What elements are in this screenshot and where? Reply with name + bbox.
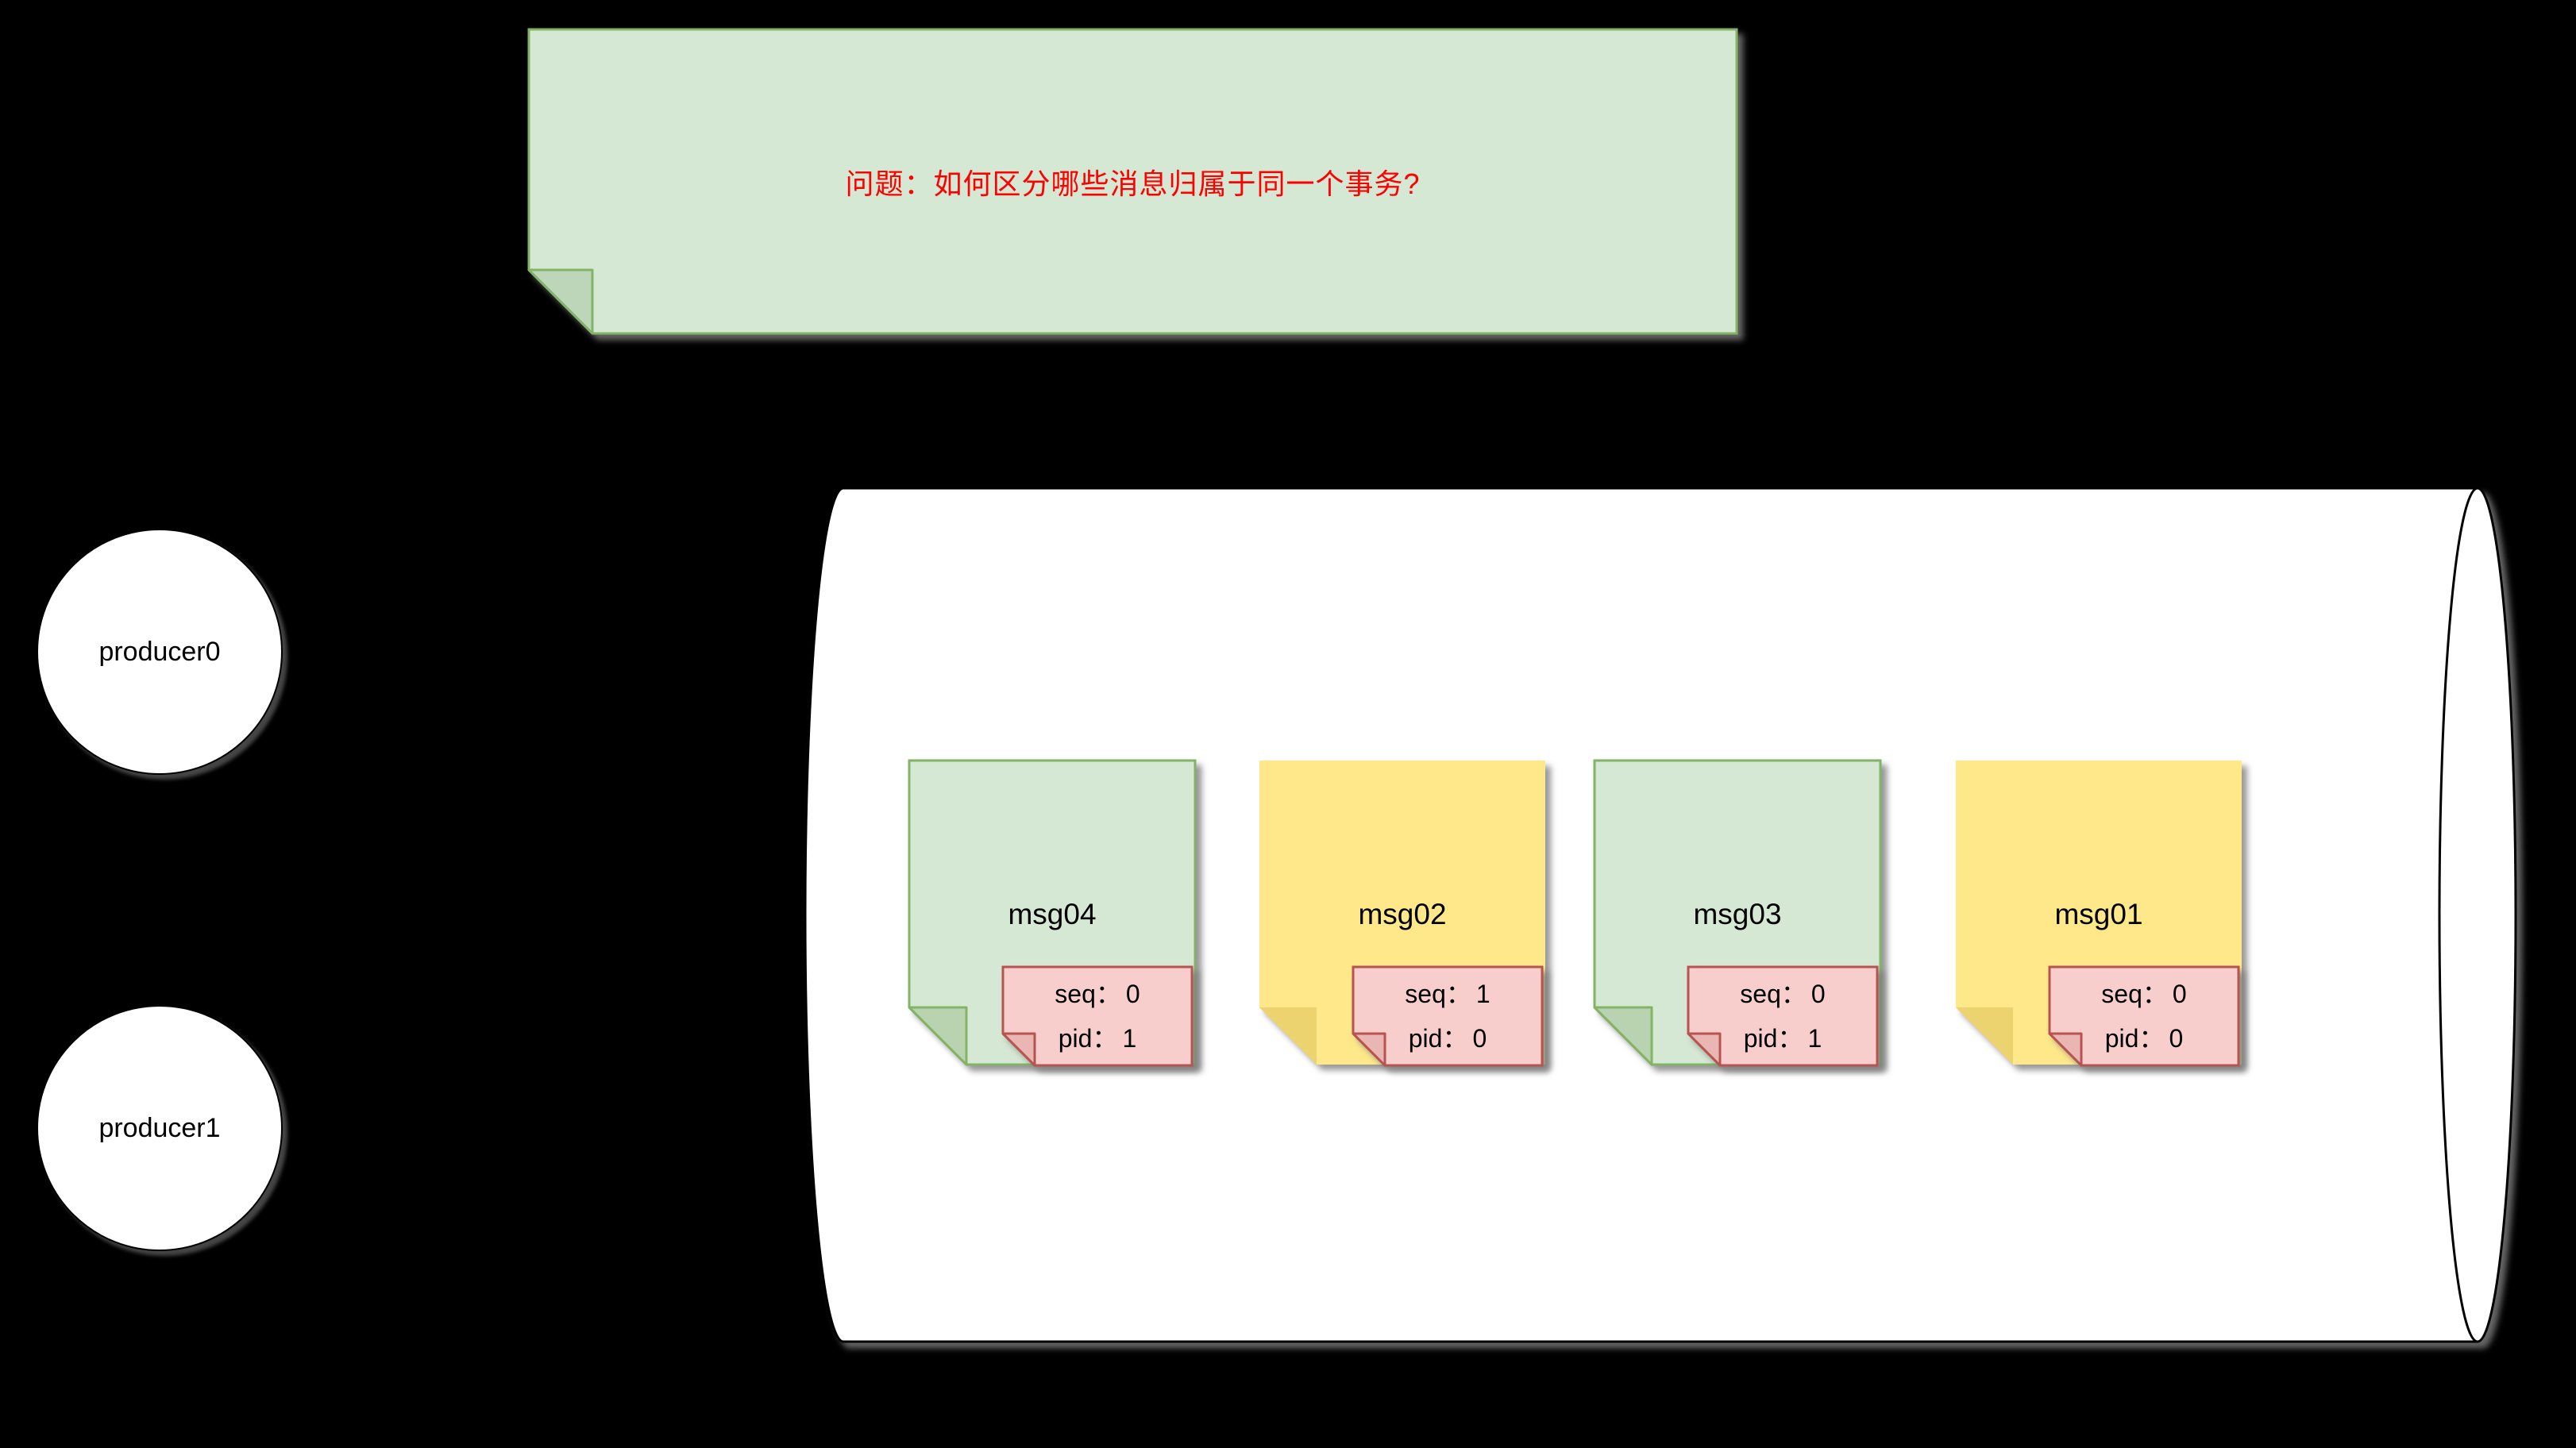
producer1-node: producer1 (37, 1005, 283, 1251)
pid-value: 1 (1122, 1024, 1137, 1053)
tag-fold-icon (1687, 1032, 1722, 1067)
seq-pid-tag: seq：0 pid：1 (1001, 965, 1194, 1067)
tag-text: seq：0 pid：0 (2050, 967, 2239, 1065)
pid-value: 0 (1472, 1024, 1487, 1053)
question-text: 问题：如何区分哪些消息归属于同一个事务? (845, 167, 1421, 200)
seq-line: seq：0 (2101, 972, 2186, 1016)
pid-key: pid： (1743, 1024, 1803, 1053)
tag-shape (2048, 965, 2240, 1067)
pid-value: 1 (1807, 1024, 1822, 1053)
producer0-node: producer0 (37, 529, 283, 775)
producer0-label: producer0 (98, 636, 221, 667)
message-note-msg02: msg02 seq：1 pid：0 (1259, 761, 1545, 1067)
tag-text: seq：0 pid：1 (1688, 967, 1877, 1065)
tag-text: seq：0 pid：1 (1003, 967, 1192, 1065)
note-fold-icon (1956, 1007, 2013, 1065)
seq-line: seq：0 (1055, 972, 1140, 1016)
tag-shape (1352, 965, 1544, 1067)
tag-body (1001, 965, 1194, 1067)
message-label: msg03 (1693, 898, 1782, 930)
question-note-shape (527, 28, 1738, 335)
tag-text: seq：1 pid：0 (1353, 967, 1542, 1065)
question-note: 问题：如何区分哪些消息归属于同一个事务? (527, 28, 1738, 335)
pid-value: 0 (2169, 1024, 2184, 1053)
tag-fold-icon (1352, 1032, 1386, 1067)
message-label: msg01 (2054, 898, 2143, 930)
note-fold-icon (908, 1006, 968, 1066)
seq-pid-tag: seq：1 pid：0 (1352, 965, 1544, 1067)
seq-key: seq： (1740, 980, 1807, 1008)
seq-key: seq： (1055, 980, 1121, 1008)
note-fold-icon (1259, 1007, 1317, 1065)
pid-key: pid： (2104, 1024, 2165, 1053)
tag-shape (1001, 965, 1194, 1067)
message-note-msg04: msg04 seq：0 pid：1 (908, 759, 1197, 1067)
message-label: msg04 (1008, 898, 1097, 930)
seq-line: seq：0 (1740, 972, 1825, 1016)
message-note-msg03: msg03 seq：0 pid：1 (1593, 759, 1882, 1067)
seq-pid-tag: seq：0 pid：1 (1687, 965, 1879, 1067)
pid-key: pid： (1408, 1024, 1468, 1053)
tag-fold-icon (1001, 1032, 1036, 1067)
pid-line: pid：0 (1409, 1016, 1487, 1061)
message-label: msg02 (1358, 898, 1447, 930)
pid-line: pid：0 (2105, 1016, 2184, 1061)
question-note-fold-icon (527, 268, 594, 335)
message-note-msg01: msg01 seq：0 pid：0 (1956, 761, 2242, 1067)
tag-fold-icon (2048, 1032, 2083, 1067)
pid-line: pid：1 (1744, 1016, 1822, 1061)
seq-value: 1 (1475, 980, 1490, 1008)
tag-body (2048, 965, 2240, 1067)
tag-body (1687, 965, 1879, 1067)
seq-value: 0 (1125, 980, 1140, 1008)
question-note-body (527, 28, 1738, 335)
note-fold-icon (1593, 1006, 1653, 1066)
tag-body (1352, 965, 1544, 1067)
seq-line: seq：1 (1405, 972, 1490, 1016)
seq-key: seq： (2101, 980, 2168, 1008)
seq-value: 0 (2172, 980, 2187, 1008)
pid-line: pid：1 (1059, 1016, 1137, 1061)
pid-key: pid： (1058, 1024, 1118, 1053)
producer1-label: producer1 (98, 1112, 221, 1143)
cylinder-cap-edge (2438, 487, 2478, 1343)
seq-pid-tag: seq：0 pid：0 (2048, 965, 2240, 1067)
seq-value: 0 (1811, 980, 1826, 1008)
seq-key: seq： (1405, 980, 1471, 1008)
tag-shape (1687, 965, 1879, 1067)
